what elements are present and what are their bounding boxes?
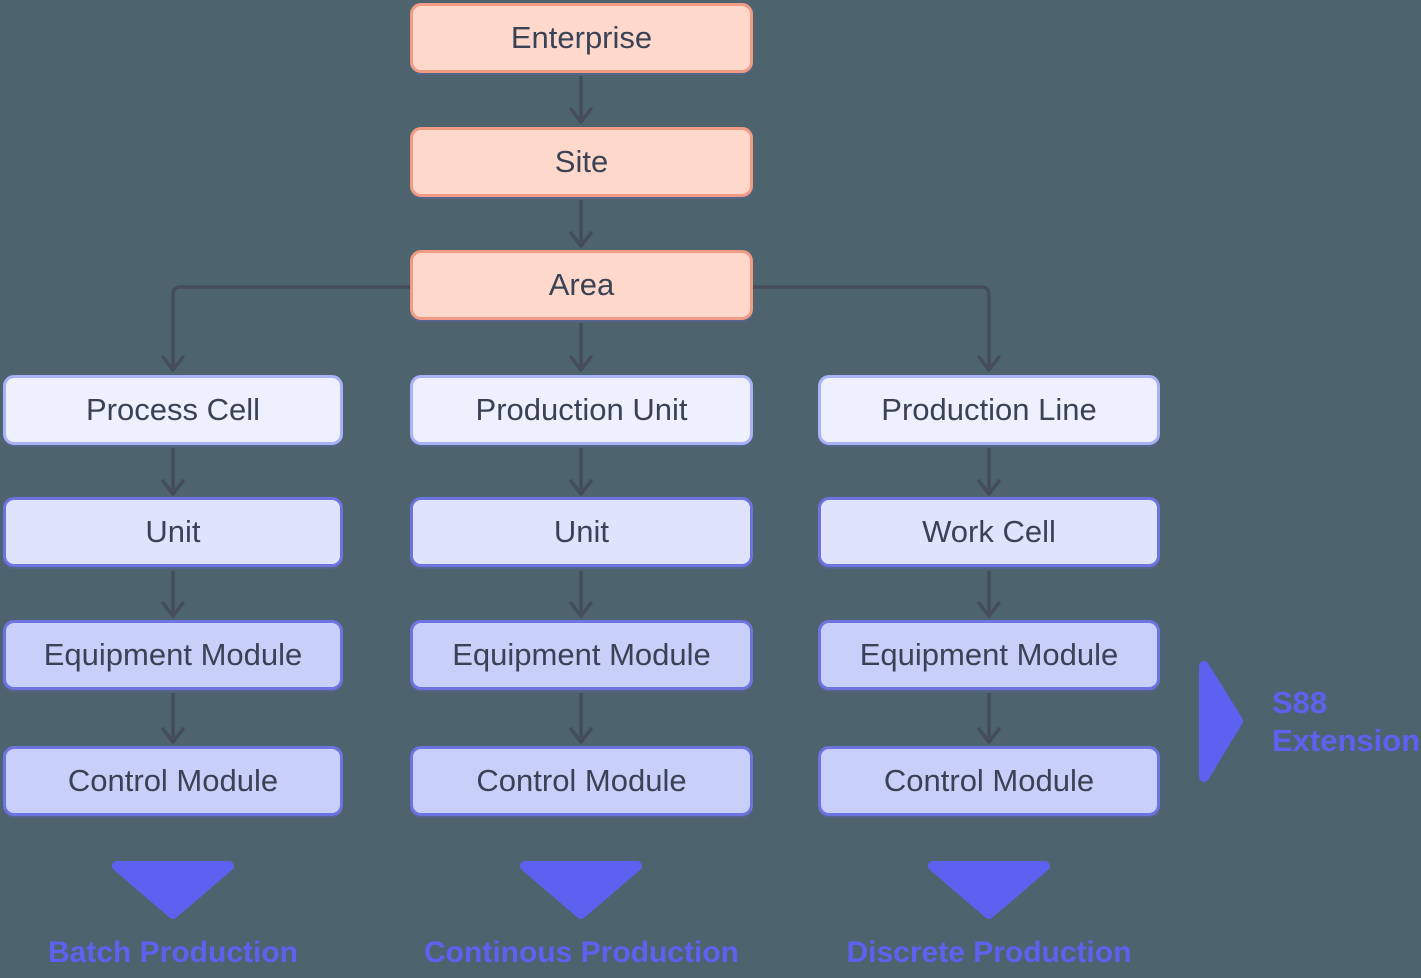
arrowhead-icon bbox=[569, 107, 593, 124]
arrowhead-icon bbox=[569, 231, 593, 248]
node-process-cell: Process Cell bbox=[3, 375, 343, 445]
node-control-module-batch: Control Module bbox=[3, 746, 343, 816]
s88-extension-line2: Extension bbox=[1272, 723, 1421, 758]
arrowhead-icon bbox=[569, 355, 593, 372]
node-enterprise: Enterprise bbox=[410, 3, 753, 73]
flow-arrow bbox=[171, 285, 410, 366]
node-area: Area bbox=[410, 250, 753, 320]
arrowhead-icon bbox=[569, 479, 593, 496]
node-control-module-continuous: Control Module bbox=[410, 746, 753, 816]
down-triangle-icon bbox=[112, 861, 234, 919]
node-site: Site bbox=[410, 127, 753, 197]
s88-extension-label: S88 Extension bbox=[1272, 684, 1420, 760]
s88-arrow-icon bbox=[1199, 661, 1243, 782]
down-triangle-icon bbox=[928, 861, 1050, 919]
arrowhead-icon bbox=[161, 479, 185, 496]
footer-label-continuous: Continous Production bbox=[424, 936, 739, 969]
node-equipment-module-discrete: Equipment Module bbox=[818, 620, 1160, 690]
node-unit-batch: Unit bbox=[3, 497, 343, 567]
node-equipment-module-batch: Equipment Module bbox=[3, 620, 343, 690]
arrowhead-icon bbox=[977, 601, 1001, 618]
footer-label-batch: Batch Production bbox=[47, 936, 298, 969]
node-control-module-discrete: Control Module bbox=[818, 746, 1160, 816]
node-production-unit: Production Unit bbox=[410, 375, 753, 445]
node-work-cell: Work Cell bbox=[818, 497, 1160, 567]
arrowhead-icon bbox=[569, 601, 593, 618]
arrowhead-icon bbox=[161, 727, 185, 744]
arrowhead-icon bbox=[977, 355, 1001, 372]
node-unit-continuous: Unit bbox=[410, 497, 753, 567]
arrowhead-icon bbox=[161, 601, 185, 618]
arrowhead-icon bbox=[977, 479, 1001, 496]
footer-label-discrete: Discrete Production bbox=[846, 936, 1132, 969]
s88-extension-line1: S88 bbox=[1272, 685, 1328, 720]
down-triangle-icon bbox=[520, 861, 642, 919]
arrowhead-icon bbox=[977, 727, 1001, 744]
flow-arrow bbox=[753, 285, 991, 366]
node-production-line: Production Line bbox=[818, 375, 1160, 445]
arrowhead-icon bbox=[569, 727, 593, 744]
node-equipment-module-continuous: Equipment Module bbox=[410, 620, 753, 690]
arrowhead-icon bbox=[161, 355, 185, 372]
